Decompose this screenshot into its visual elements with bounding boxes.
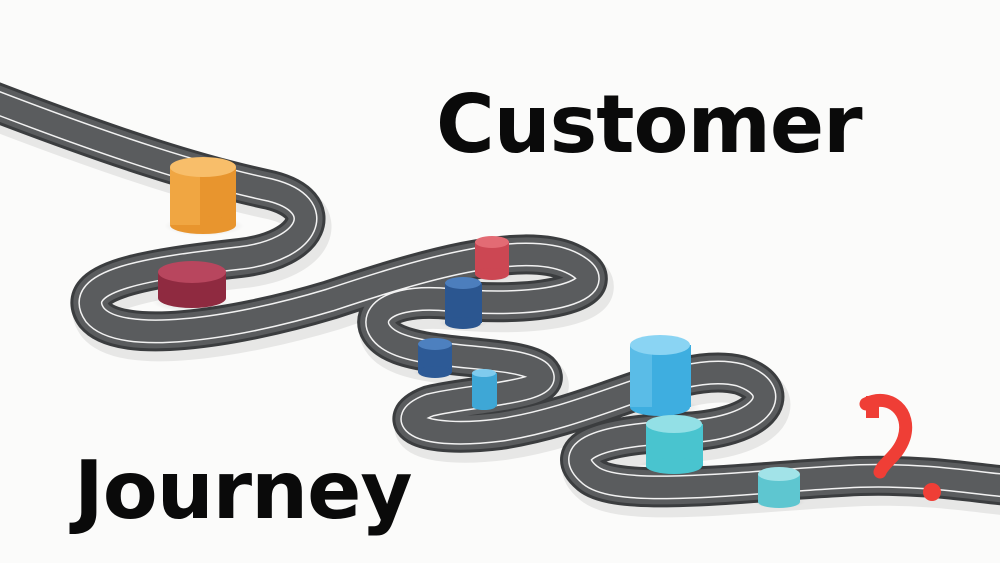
milestone-navy-small (413, 338, 457, 378)
headline-line-2: Journey (74, 444, 412, 537)
milestone-teal (638, 415, 710, 474)
milestone-teal-small (753, 467, 805, 508)
milestone-sky-large (621, 335, 701, 417)
milestone-orange (164, 157, 244, 236)
milestone-crimson (152, 261, 232, 312)
milestone-red (470, 236, 514, 281)
milestone-sky-small (468, 369, 500, 410)
headline-line-1: Customer (436, 78, 863, 171)
logo-mark (859, 393, 941, 501)
milestone-navy-tall (439, 277, 487, 329)
